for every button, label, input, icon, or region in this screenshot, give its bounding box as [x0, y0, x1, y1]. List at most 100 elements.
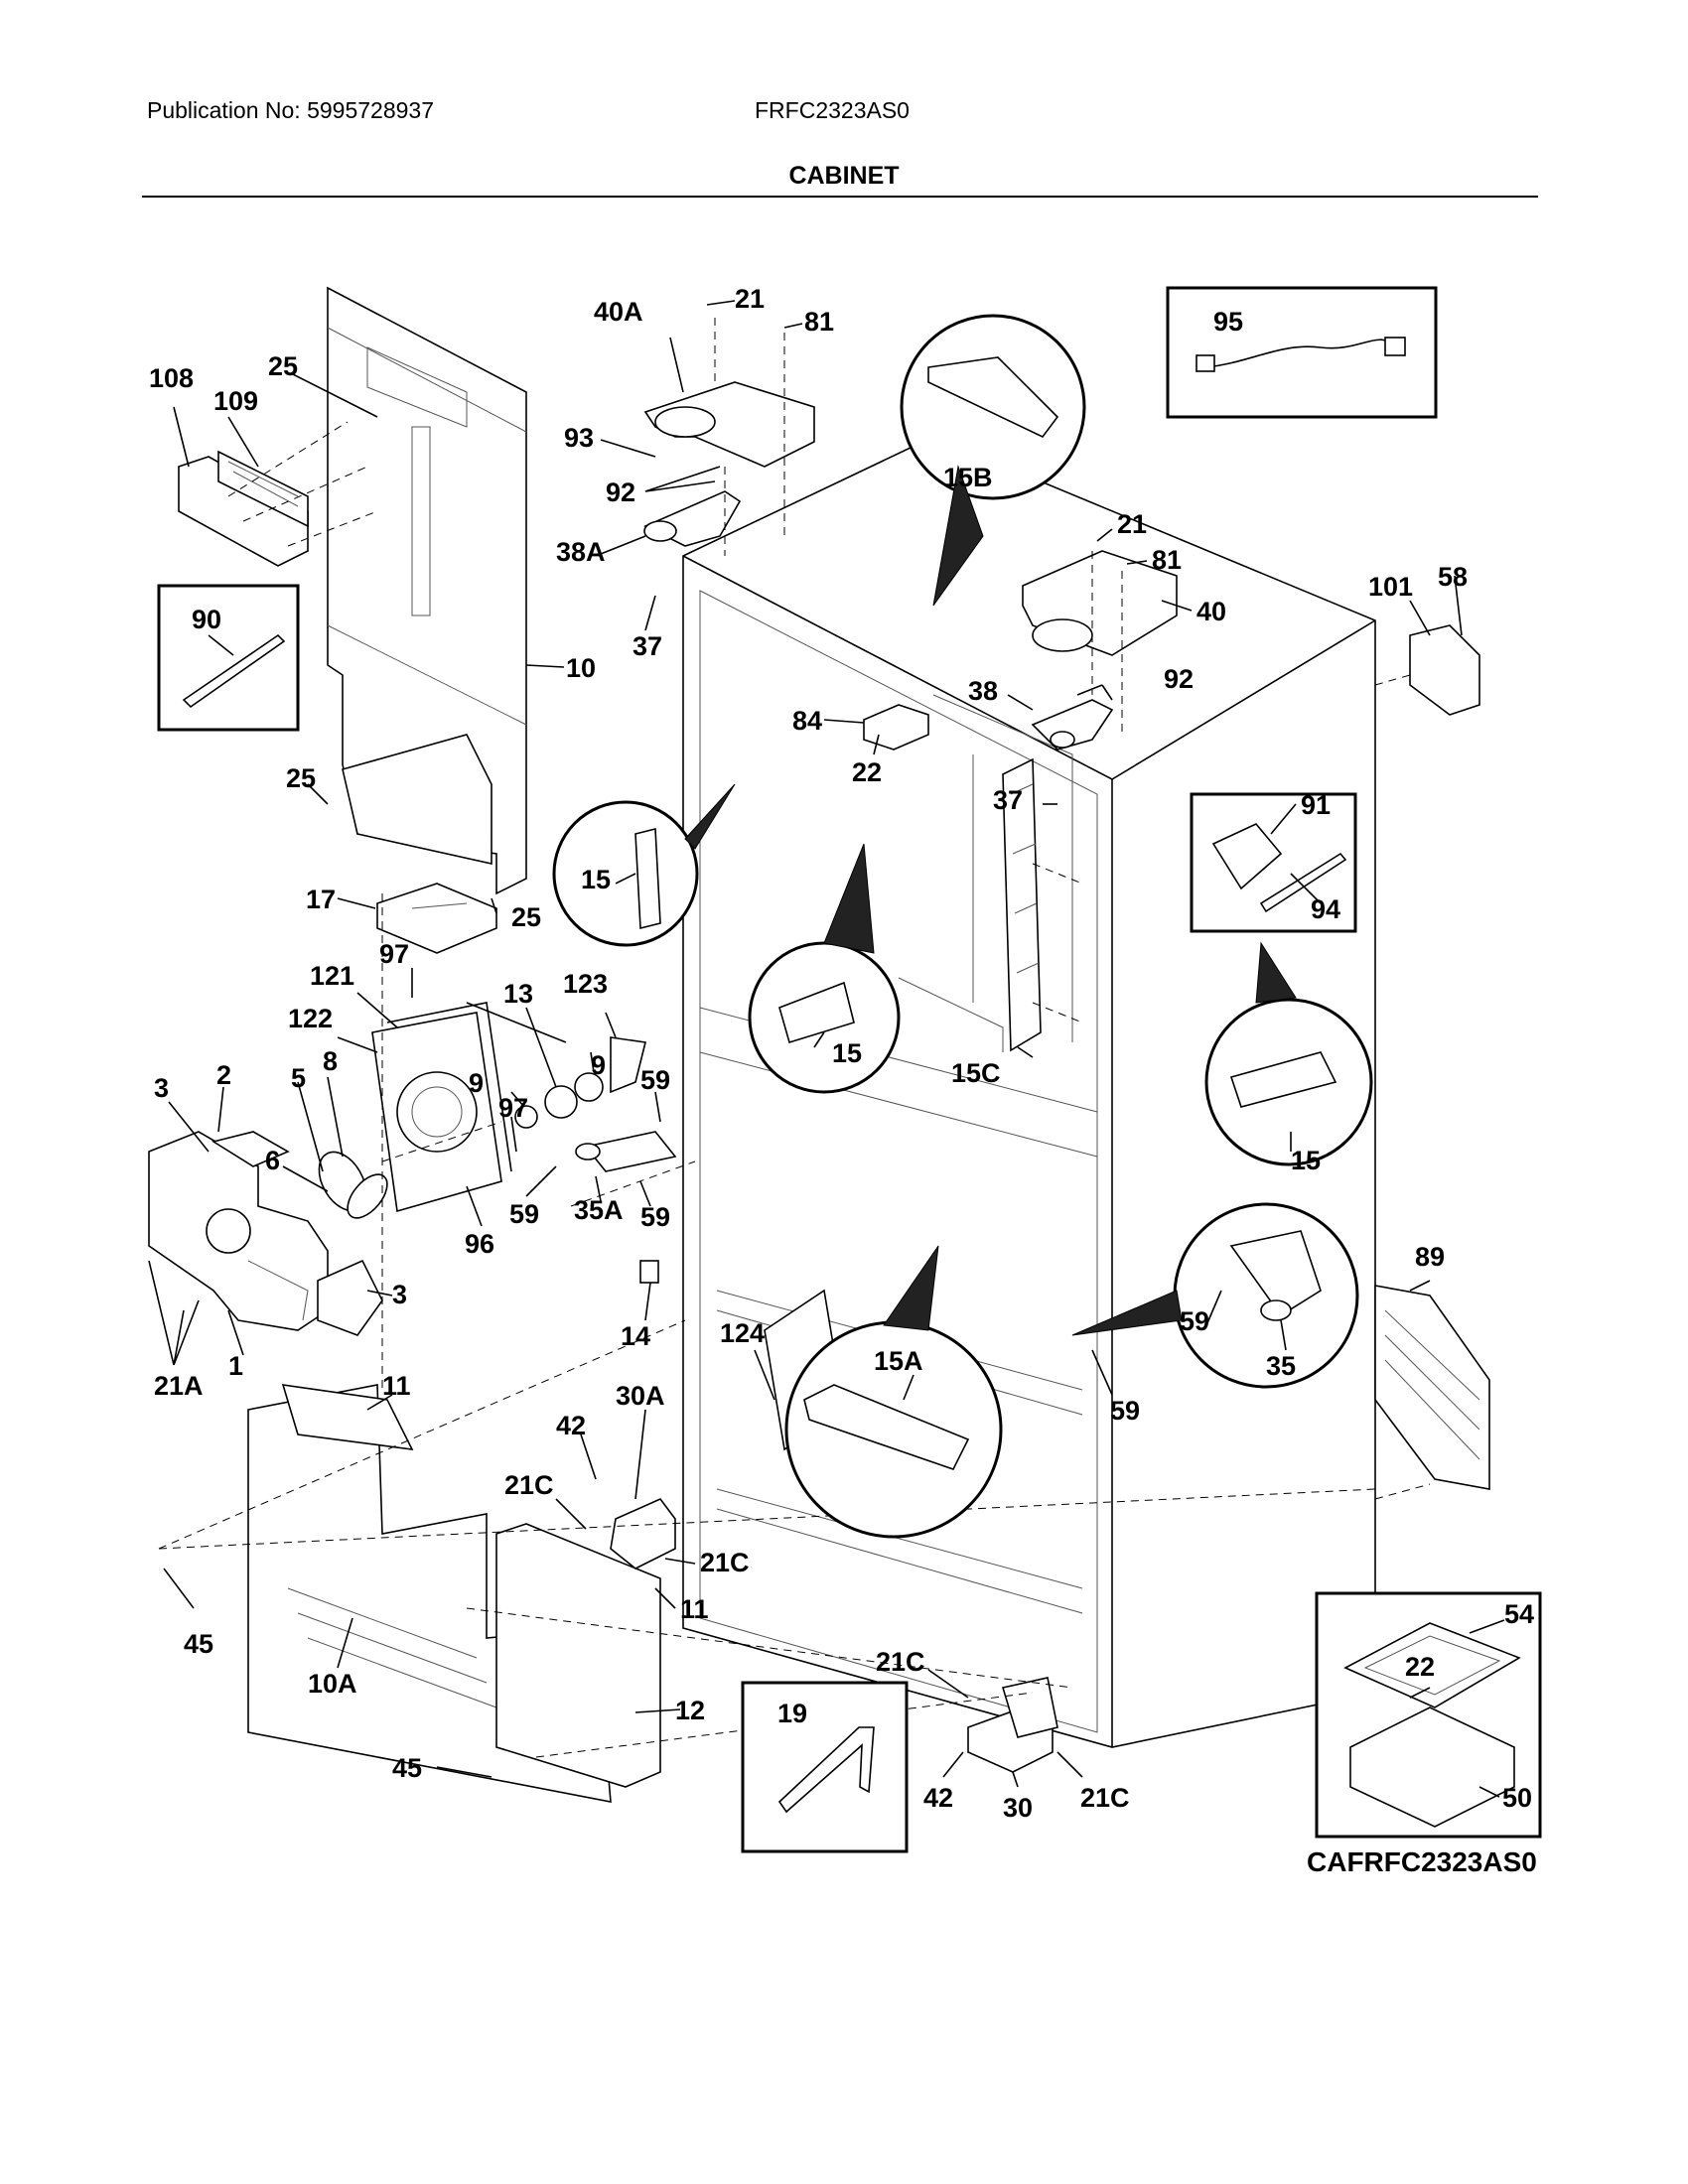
hinge-38 — [1031, 699, 1114, 751]
detail-15-left — [552, 783, 736, 947]
callout-3-left: 3 — [154, 1073, 169, 1103]
fan-shroud-17 — [376, 883, 497, 954]
callout-21c-left: 21C — [504, 1470, 554, 1500]
inset-95-harness — [1166, 286, 1438, 419]
callout-10: 10 — [566, 653, 596, 683]
callout-30a: 30A — [616, 1381, 665, 1411]
callout-35a: 35A — [574, 1195, 624, 1225]
callout-40: 40 — [1196, 597, 1226, 626]
callout-21-top: 21 — [735, 284, 765, 314]
callout-59-mid: 59 — [640, 1202, 670, 1232]
panel-10 — [327, 286, 527, 895]
fan-blade-5 — [318, 1151, 388, 1219]
part-14 — [639, 1260, 659, 1284]
callout-19: 19 — [777, 1699, 807, 1728]
callout-108: 108 — [149, 363, 194, 393]
inset-19-wrench — [741, 1681, 909, 1853]
callout-81-top: 81 — [804, 307, 834, 337]
callout-21-right: 21 — [1117, 509, 1147, 539]
evaporator-cover-1 — [148, 1131, 329, 1331]
callout-42-bottom: 42 — [923, 1783, 953, 1813]
callout-89: 89 — [1415, 1242, 1445, 1272]
callout-122: 122 — [288, 1004, 333, 1033]
callout-22-inset: 22 — [1405, 1652, 1435, 1682]
seal-11-upper — [281, 1384, 414, 1450]
detail-15-mid — [748, 843, 901, 1094]
callout-59-top: 59 — [640, 1065, 670, 1095]
callout-50: 50 — [1502, 1783, 1532, 1813]
callout-8: 8 — [323, 1046, 338, 1076]
callout-45-left: 45 — [184, 1629, 213, 1659]
callout-94: 94 — [1311, 894, 1340, 924]
grille-89 — [1374, 1285, 1490, 1490]
motor-mount-123 — [610, 1036, 646, 1094]
callout-1: 1 — [228, 1351, 243, 1381]
fan-grille-121 — [386, 1002, 512, 1172]
callout-15c: 15C — [951, 1058, 1001, 1088]
callout-14: 14 — [621, 1321, 650, 1351]
inset-91-94 — [1190, 792, 1357, 933]
callout-30: 30 — [1003, 1793, 1033, 1823]
callout-45-bottom: 45 — [392, 1753, 422, 1783]
callout-37-right: 37 — [993, 785, 1023, 815]
cover-3-lower — [317, 1259, 383, 1336]
callout-109: 109 — [213, 386, 258, 416]
callout-58: 58 — [1438, 562, 1468, 592]
callout-91: 91 — [1301, 790, 1331, 820]
callout-11-top: 11 — [382, 1371, 411, 1401]
callout-96: 96 — [465, 1229, 494, 1259]
callout-59-left: 59 — [509, 1199, 539, 1229]
callout-54: 54 — [1504, 1599, 1534, 1629]
callout-90: 90 — [192, 605, 221, 634]
callout-11-right: 11 — [680, 1594, 709, 1624]
callout-15-mid: 15 — [832, 1038, 862, 1068]
callout-15b: 15B — [943, 463, 993, 492]
callout-15-left: 15 — [581, 865, 611, 894]
callout-21c-mid: 21C — [700, 1548, 750, 1577]
callout-21c-bottom: 21C — [876, 1647, 925, 1677]
leader-lines — [148, 300, 1505, 1798]
callout-25-top: 25 — [268, 351, 298, 381]
callout-21a: 21A — [154, 1371, 204, 1401]
callout-97-mid: 97 — [498, 1093, 528, 1123]
inset-90-sensor — [157, 584, 300, 732]
callout-22: 22 — [852, 757, 882, 787]
page-title: CABINET — [788, 162, 900, 190]
callout-95: 95 — [1213, 307, 1243, 337]
detail-35 — [1071, 1202, 1359, 1389]
callout-3-lower: 3 — [392, 1280, 407, 1309]
callout-9-left: 9 — [469, 1068, 484, 1098]
callout-84: 84 — [792, 706, 822, 736]
callout-labels: 21 81 40A 93 92 38A 37 15B 95 21 81 40 9… — [149, 284, 1534, 1823]
model-number: FRFC2323AS0 — [755, 97, 910, 123]
callout-10a: 10A — [308, 1669, 357, 1699]
publication-number: Publication No: 5995728937 — [147, 97, 435, 123]
callout-123: 123 — [563, 969, 608, 999]
callout-121: 121 — [310, 961, 354, 991]
detail-15-right — [1204, 941, 1373, 1166]
callout-42-left: 42 — [556, 1411, 586, 1440]
callout-59-circle: 59 — [1180, 1306, 1209, 1336]
callout-35: 35 — [1266, 1351, 1296, 1381]
callout-21c-right: 21C — [1080, 1783, 1130, 1813]
callout-81-right: 81 — [1152, 545, 1182, 575]
callout-13: 13 — [503, 979, 533, 1009]
callout-25-low: 25 — [511, 902, 541, 932]
callout-6: 6 — [265, 1146, 280, 1175]
callout-15-right: 15 — [1291, 1146, 1321, 1175]
cover-12 — [495, 1523, 661, 1788]
bracket-101 — [1409, 624, 1480, 716]
callout-2: 2 — [216, 1060, 231, 1090]
bracket-30a — [610, 1498, 676, 1570]
callout-38a: 38A — [556, 537, 606, 567]
callout-38: 38 — [968, 676, 998, 706]
callout-25-mid: 25 — [286, 763, 316, 793]
hinge-cover-40 — [1022, 550, 1178, 656]
bracket-2 — [211, 1131, 290, 1167]
callout-59-right: 59 — [1110, 1396, 1140, 1426]
callout-40a: 40A — [594, 297, 643, 327]
shelf-support-84 — [863, 704, 929, 751]
mullion-bracket-35a — [575, 1131, 677, 1172]
title-rule — [142, 196, 1538, 198]
